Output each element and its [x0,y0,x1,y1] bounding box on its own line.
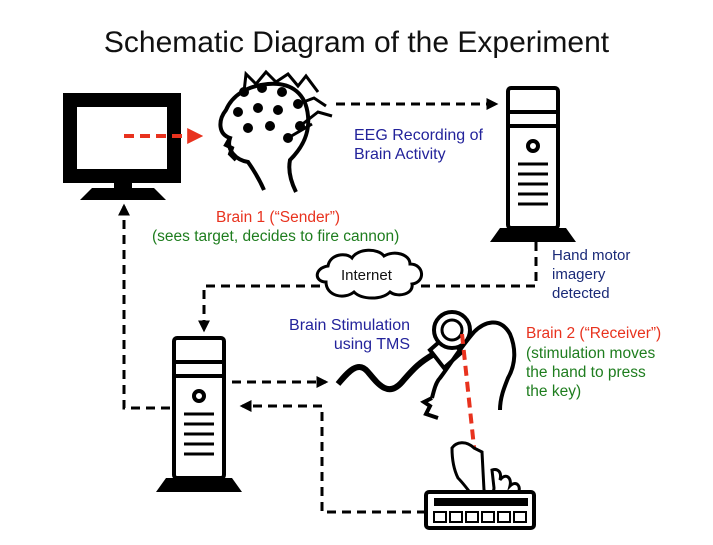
receiver-name: Brain 2 (“Receiver”) [526,325,662,342]
receiver-signal-arrow [460,333,483,470]
sender-description: (sees target, decides to fire cannon) [152,228,400,245]
computer-tower-base-icon [490,228,576,242]
monitor-icon [63,93,181,200]
motor-label-line: Hand motor [552,247,631,264]
eeg-electrodes-icon [233,69,333,143]
keyboard-icon [424,490,536,530]
diagram-title: Schematic Diagram of the Experiment [103,26,610,59]
internet-cloud-icon [315,248,423,300]
stimulation-label-line: using TMS [333,336,410,353]
sender-name: Brain 1 (“Sender”) [216,209,341,226]
receiver-desc-line: the hand to press [526,364,646,381]
motor-label-line: detected [552,285,610,302]
receiver-desc-line: (stimulation moves [526,345,656,362]
stimulation-label-line: Brain Stimulation [289,317,410,334]
eeg-label-line: Brain Activity [354,146,446,163]
receiver-head-icon [430,320,517,411]
computer-to-monitor-arrow [118,203,170,410]
computer-to-internet-line [420,242,538,288]
stimulation-label: Brain Stimulation using TMS [270,316,410,354]
eeg-label: EEG Recording of Brain Activity [354,126,483,164]
receiver-description: (stimulation moves the hand to press the… [526,344,655,401]
motor-imagery-label: Hand motor imagery detected [552,246,630,303]
motor-label-line: imagery [552,266,606,283]
computer-tower-base-icon-2 [156,478,242,492]
internet-label: Internet [341,267,392,284]
receiver-desc-line: the key) [526,383,582,400]
eeg-label-line: EEG Recording of [354,127,483,144]
computer-tower-icon-2 [172,336,226,480]
keyboard-to-computer-arrow [239,400,426,514]
computer-tower-icon [506,86,560,230]
internet-to-computer-line [198,284,320,333]
tms-cable-icon [335,351,436,393]
